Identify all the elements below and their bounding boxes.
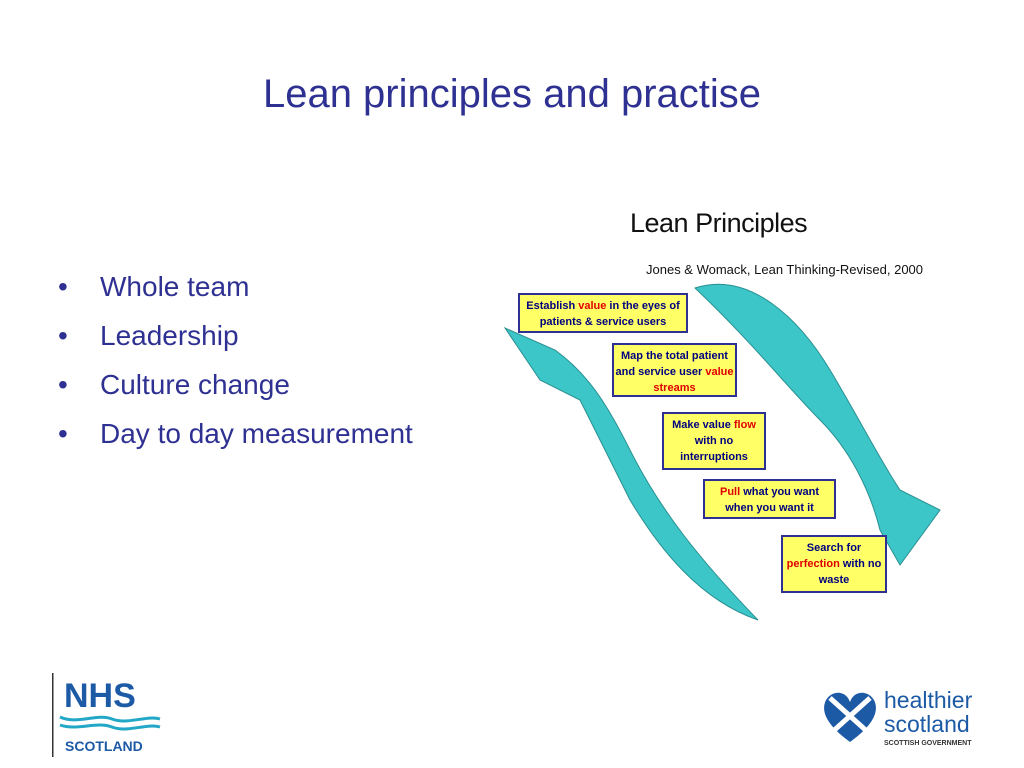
bullet-text: Culture change bbox=[100, 369, 290, 400]
principle-box-value-streams: Map the total patient and service user v… bbox=[612, 343, 737, 397]
svg-text:NHS: NHS bbox=[64, 677, 136, 715]
bullet-text: Whole team bbox=[100, 271, 250, 302]
bullet-item: •Culture change bbox=[58, 369, 290, 400]
svg-text:SCOTTISH GOVERNMENT: SCOTTISH GOVERNMENT bbox=[884, 740, 972, 747]
slide-title: Lean principles and practise bbox=[262, 72, 762, 116]
svg-text:scotland: scotland bbox=[884, 711, 970, 737]
cycle-arrows bbox=[503, 283, 941, 621]
healthier-scotland-logo: healthier scotland SCOTTISH GOVERNMENT bbox=[820, 684, 1000, 750]
principle-box-pull: Pull what you want when you want it bbox=[703, 479, 836, 519]
bullet-text: Day to day measurement bbox=[100, 418, 413, 449]
principle-box-perfection: Search for perfection with no waste bbox=[781, 535, 887, 593]
heart-saltire-icon bbox=[824, 692, 876, 742]
curved-arrow-down-icon bbox=[694, 283, 941, 566]
curved-arrow-up-icon bbox=[503, 326, 759, 621]
bullet-list: •Whole team •Leadership •Culture change … bbox=[58, 262, 413, 458]
bullet-item: •Day to day measurement bbox=[58, 418, 413, 449]
svg-text:healthier: healthier bbox=[884, 687, 973, 713]
svg-text:SCOTLAND: SCOTLAND bbox=[65, 738, 143, 754]
lean-principles-diagram: Lean Principles Jones & Womack, Lean Thi… bbox=[500, 200, 970, 630]
diagram-title: Lean Principles bbox=[630, 208, 808, 238]
diagram-subtitle: Jones & Womack, Lean Thinking-Revised, 2… bbox=[646, 262, 924, 277]
principle-box-value: Establish value in the eyes of patients … bbox=[518, 293, 688, 333]
bullet-item: •Leadership bbox=[58, 320, 239, 351]
nhs-scotland-logo: NHS SCOTLAND bbox=[52, 673, 172, 757]
bullet-text: Leadership bbox=[100, 320, 239, 351]
principle-box-flow: Make value flow with no interruptions bbox=[662, 412, 766, 470]
bullet-item: •Whole team bbox=[58, 271, 250, 302]
